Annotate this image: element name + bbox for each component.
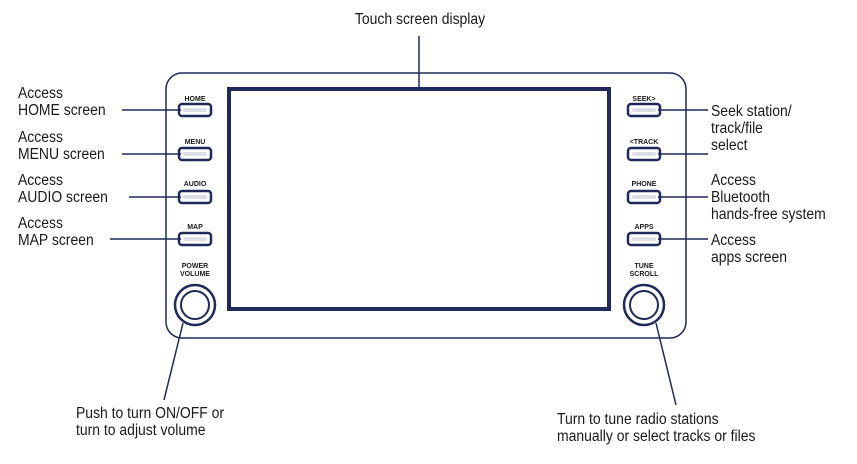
tune-scroll-label-line1: TUNE xyxy=(634,263,653,270)
seek-button[interactable]: SEEK> xyxy=(626,96,662,118)
map-button-label: MAP xyxy=(187,224,203,231)
apps-callout-line1: Access xyxy=(711,232,756,249)
menu-button[interactable]: MENU xyxy=(177,139,213,162)
phone-button[interactable]: PHONE xyxy=(626,181,662,205)
map-callout: Access MAP screen xyxy=(18,215,94,249)
menu-callout-line2: MENU screen xyxy=(18,146,105,163)
power-volume-label-line2: VOLUME xyxy=(180,271,210,278)
touch-screen[interactable] xyxy=(227,87,611,311)
track-button[interactable]: <TRACK xyxy=(626,139,662,162)
audio-callout: Access AUDIO screen xyxy=(18,172,108,206)
audio-callout-line2: AUDIO screen xyxy=(18,189,108,206)
seek-callout: Seek station/ track/file select xyxy=(711,103,792,154)
power-volume-callout-line1: Push to turn ON/OFF or xyxy=(76,405,225,422)
leader-tune-scroll xyxy=(655,322,677,406)
map-callout-line2: MAP screen xyxy=(18,232,94,249)
map-callout-line1: Access xyxy=(18,215,63,232)
home-callout: Access HOME screen xyxy=(18,85,106,119)
phone-button-label: PHONE xyxy=(632,181,657,188)
tune-scroll-callout-line1: Turn to tune radio stations xyxy=(557,411,719,428)
audio-button[interactable]: AUDIO xyxy=(177,181,213,205)
tune-scroll-label-line2: SCROLL xyxy=(630,271,660,278)
audio-callout-line1: Access xyxy=(18,172,63,189)
power-volume-label-line1: POWER xyxy=(182,263,208,270)
audio-button-label: AUDIO xyxy=(184,181,207,188)
tune-scroll-knob[interactable] xyxy=(622,283,666,327)
menu-button-label: MENU xyxy=(185,139,206,146)
apps-callout-line2: apps screen xyxy=(711,249,788,266)
tune-scroll-callout: Turn to tune radio stations manually or … xyxy=(557,411,755,445)
touch-screen-callout: Touch screen display xyxy=(330,11,510,28)
home-callout-line2: HOME screen xyxy=(18,102,106,119)
phone-callout-line1: Access xyxy=(711,172,756,189)
seek-callout-line1: Seek station/ xyxy=(711,103,792,120)
seek-callout-line2: track/file xyxy=(711,120,763,137)
power-volume-knob[interactable] xyxy=(173,283,217,327)
menu-callout: Access MENU screen xyxy=(18,129,105,163)
phone-callout-line3: hands-free system xyxy=(711,206,826,223)
seek-button-label: SEEK> xyxy=(632,96,655,103)
home-button-label: HOME xyxy=(185,96,206,103)
phone-callout: Access Bluetooth hands-free system xyxy=(711,172,826,223)
apps-button-label: APPS xyxy=(634,224,653,231)
apps-callout: Access apps screen xyxy=(711,232,787,266)
menu-callout-line1: Access xyxy=(18,129,63,146)
track-button-label: <TRACK xyxy=(630,139,659,146)
phone-callout-line2: Bluetooth xyxy=(711,189,770,206)
seek-callout-line3: select xyxy=(711,137,748,154)
home-button[interactable]: HOME xyxy=(177,96,213,118)
leader-power-volume xyxy=(163,322,184,401)
power-volume-callout: Push to turn ON/OFF or turn to adjust vo… xyxy=(76,405,224,439)
leader-lines xyxy=(110,36,708,406)
tune-scroll-callout-line2: manually or select tracks or files xyxy=(557,428,756,445)
touch-screen-callout-text: Touch screen display xyxy=(354,11,486,28)
home-callout-line1: Access xyxy=(18,85,63,102)
power-volume-callout-line2: turn to adjust volume xyxy=(76,422,206,439)
